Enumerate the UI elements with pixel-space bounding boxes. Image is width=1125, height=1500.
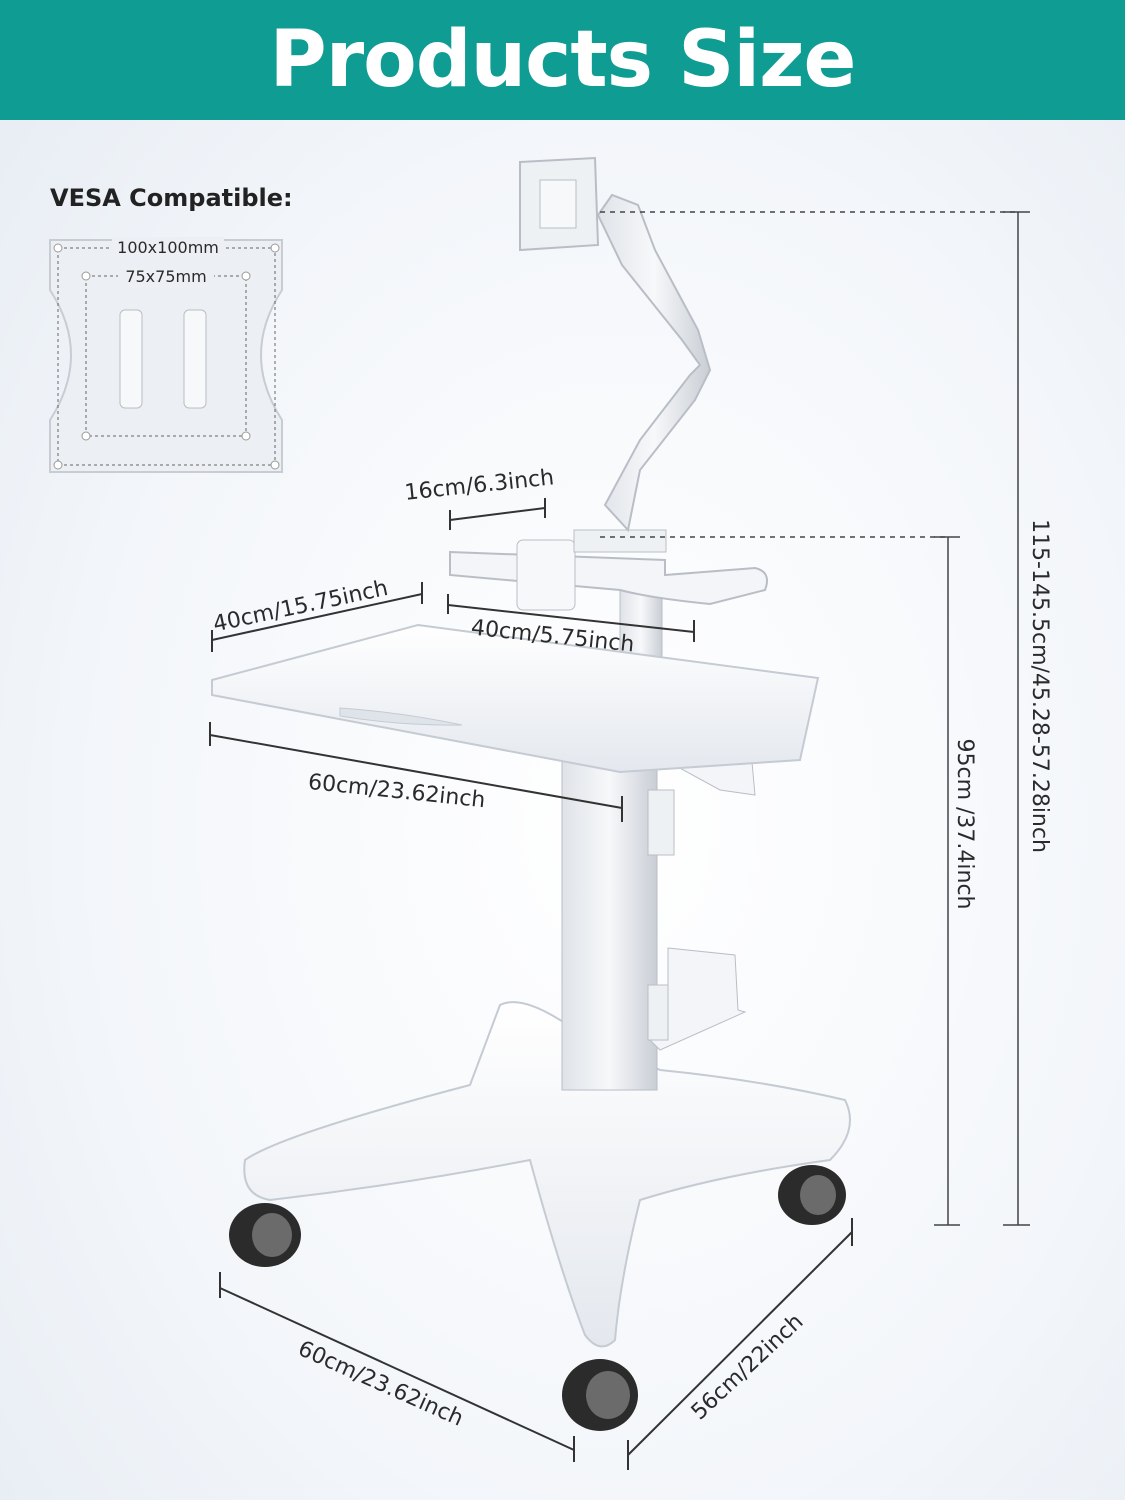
upper-tray [449, 529, 768, 611]
vesa-heading: VESA Compatible: [50, 184, 293, 212]
base-depth-label: 56cm/22inch [687, 1309, 809, 1425]
tray-depth-label: 16cm/6.3inch [403, 465, 555, 506]
desk-top [211, 623, 820, 774]
title-banner: Products Size [0, 0, 1125, 120]
total-height-label: 115-145.5cm/45.28-57.28inch [1027, 519, 1052, 853]
vesa-75-label: 75x75mm [125, 267, 206, 286]
height-reference-lines [600, 211, 1030, 1226]
vesa-100-label: 100x100mm [117, 238, 219, 257]
vesa-plate-diagram: 100x100mm 75x75mm [49, 237, 283, 473]
desk-height-label: 95cm /37.4inch [952, 738, 977, 909]
measurement-lines [209, 498, 853, 1470]
caster-wheels [229, 1165, 846, 1431]
base-width-label: 60cm/23.62inch [294, 1336, 467, 1431]
page-title: Products Size [269, 15, 857, 105]
cpu-holder [647, 947, 747, 1051]
cart-base [243, 1001, 851, 1348]
monitor-arm [519, 156, 712, 533]
desk-width-label: 60cm/23.62inch [307, 770, 487, 813]
